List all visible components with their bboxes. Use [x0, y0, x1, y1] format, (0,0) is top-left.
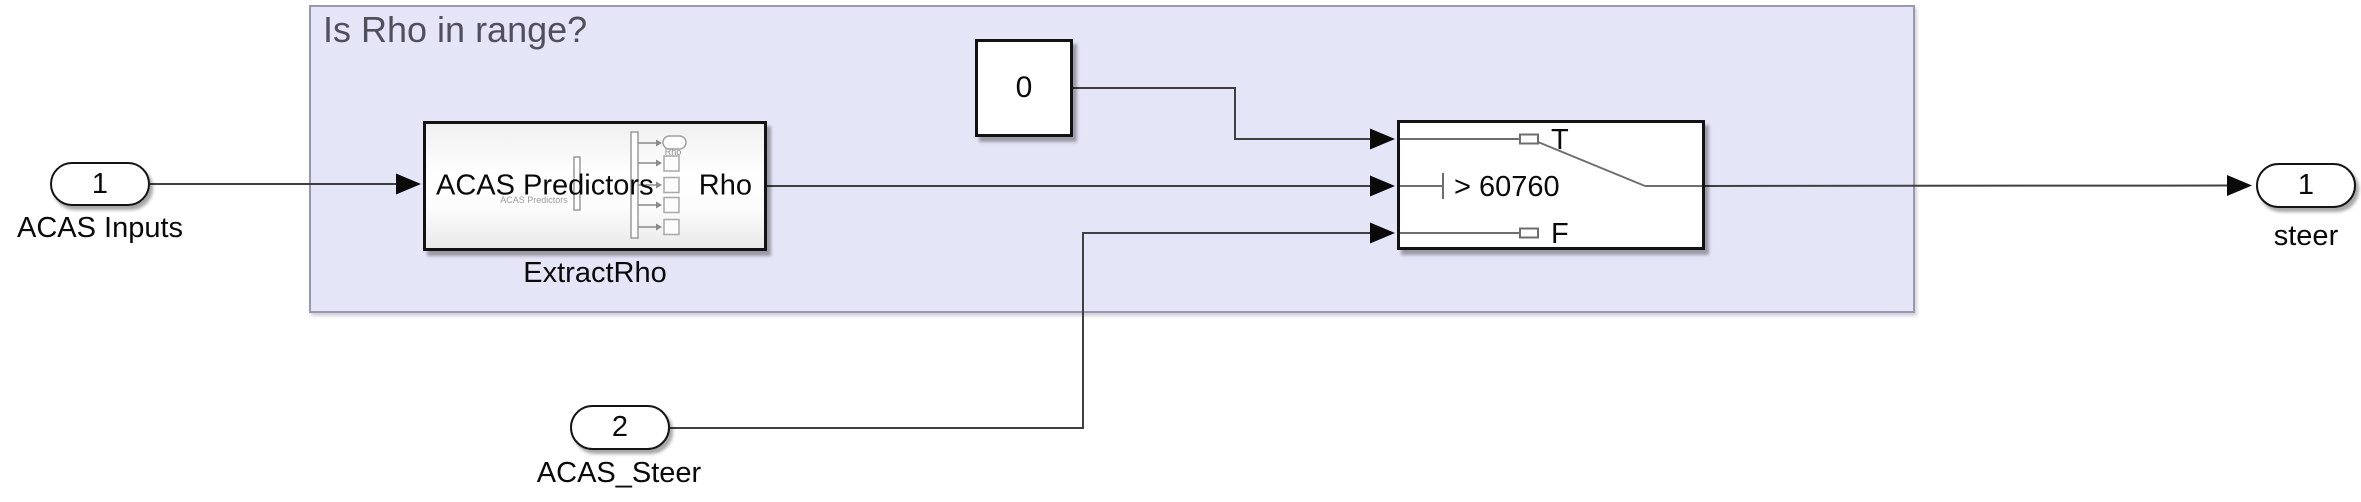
subsystem-preview-icon: Rho ACAS Predictors	[500, 131, 687, 239]
wire-inport2-to-switch-F[interactable]	[668, 222, 1395, 429]
wire-switch-to-outport[interactable]	[1704, 175, 2252, 196]
area-title[interactable]: Is Rho in range?	[323, 9, 588, 50]
subsystem-output-port-label: Rho	[698, 169, 752, 202]
inport-acas-steer-label[interactable]: ACAS_Steer	[536, 457, 702, 489]
subsystem-extractrho[interactable]: Rho ACAS Predictors ACAS Predictors Rho	[423, 121, 767, 251]
outport-steer[interactable]: 1	[2256, 163, 2356, 208]
wire-arrowhead	[1370, 222, 1395, 244]
subsystem-name-label[interactable]: ExtractRho	[523, 257, 667, 289]
inport-acas-steer[interactable]: 2	[570, 405, 670, 450]
wire-arrowhead	[1370, 128, 1395, 150]
constant-block[interactable]: 0	[975, 39, 1073, 137]
switch-block[interactable]: T > 60760 F	[1397, 120, 1705, 250]
switch-criteria-label: > 60760	[1454, 171, 1560, 203]
wire-arrowhead	[1370, 175, 1395, 197]
wire-subsystem-to-switch-input[interactable]	[767, 175, 1395, 197]
outport-steer-label[interactable]: steer	[2273, 220, 2339, 252]
switch-true-label: T	[1551, 124, 1569, 156]
wire-arrowhead	[396, 173, 421, 195]
inport-acas-inputs[interactable]: 1	[50, 162, 150, 206]
wire-arrowhead	[2227, 175, 2252, 196]
preview-ghost-label: ACAS Predictors	[500, 195, 568, 205]
switch-icon: T > 60760 F	[1400, 124, 1702, 247]
inport-acas-inputs-label[interactable]: ACAS Inputs	[16, 212, 184, 244]
subsystem-input-port-label: ACAS Predictors	[436, 169, 654, 202]
wire-inport1-to-subsystem[interactable]	[150, 173, 421, 195]
wire-constant-to-switch-T[interactable]	[1073, 87, 1395, 150]
preview-port-label: Rho	[665, 147, 682, 157]
switch-false-label: F	[1551, 218, 1569, 247]
